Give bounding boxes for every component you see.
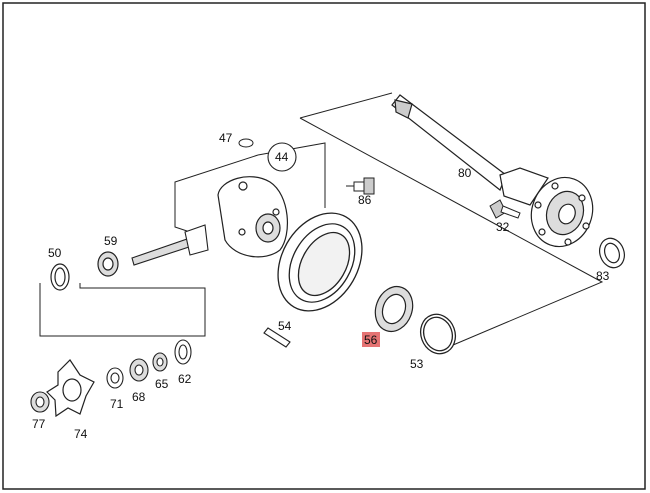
part-label-68[interactable]: 68	[132, 390, 146, 404]
part-label-54[interactable]: 54	[278, 319, 292, 333]
bolt-icon[interactable]	[346, 177, 375, 195]
nut-icon[interactable]	[152, 352, 168, 372]
bearing-icon[interactable]	[97, 251, 119, 277]
part-label-50[interactable]: 50	[48, 246, 62, 260]
part-label-56[interactable]: 56	[364, 333, 378, 347]
ring-gear-icon[interactable]	[261, 198, 379, 326]
part-label-65[interactable]: 65	[155, 377, 169, 391]
pin-icon[interactable]	[263, 327, 291, 348]
assembly-lines	[39, 92, 604, 349]
part-label-86[interactable]: 86	[358, 193, 372, 207]
differential-housing-icon[interactable]	[217, 176, 289, 258]
part-label-80[interactable]: 80	[458, 166, 472, 180]
sleeve-icon[interactable]	[596, 235, 629, 271]
seal-ring-icon[interactable]	[174, 339, 192, 365]
part-label-53[interactable]: 53	[410, 357, 424, 371]
bearing-icon[interactable]	[129, 358, 149, 382]
pinion-shaft-icon[interactable]	[131, 224, 209, 266]
ring-clip-icon[interactable]	[238, 138, 254, 148]
drive-shaft-icon[interactable]	[391, 94, 602, 255]
part-label-74[interactable]: 74	[74, 427, 88, 441]
washer-icon[interactable]	[106, 367, 124, 389]
selected-part-highlight	[362, 332, 380, 347]
callout-circle	[267, 142, 297, 172]
part-label-59[interactable]: 59	[104, 234, 118, 248]
part-label-77[interactable]: 77	[32, 417, 46, 431]
part-label-71[interactable]: 71	[110, 397, 124, 411]
part-label-83[interactable]: 83	[596, 269, 610, 283]
part-label-47[interactable]: 47	[219, 131, 233, 145]
snap-ring-icon[interactable]	[415, 309, 461, 358]
seal-ring-icon[interactable]	[50, 263, 70, 291]
nut-icon[interactable]	[30, 391, 50, 413]
part-label-44[interactable]: 44	[275, 150, 289, 164]
part-label-62[interactable]: 62	[178, 372, 192, 386]
bearing-icon[interactable]	[369, 281, 419, 337]
bolt-icon[interactable]	[489, 199, 521, 219]
flange-icon[interactable]	[46, 359, 95, 418]
part-label-32[interactable]: 32	[496, 220, 510, 234]
